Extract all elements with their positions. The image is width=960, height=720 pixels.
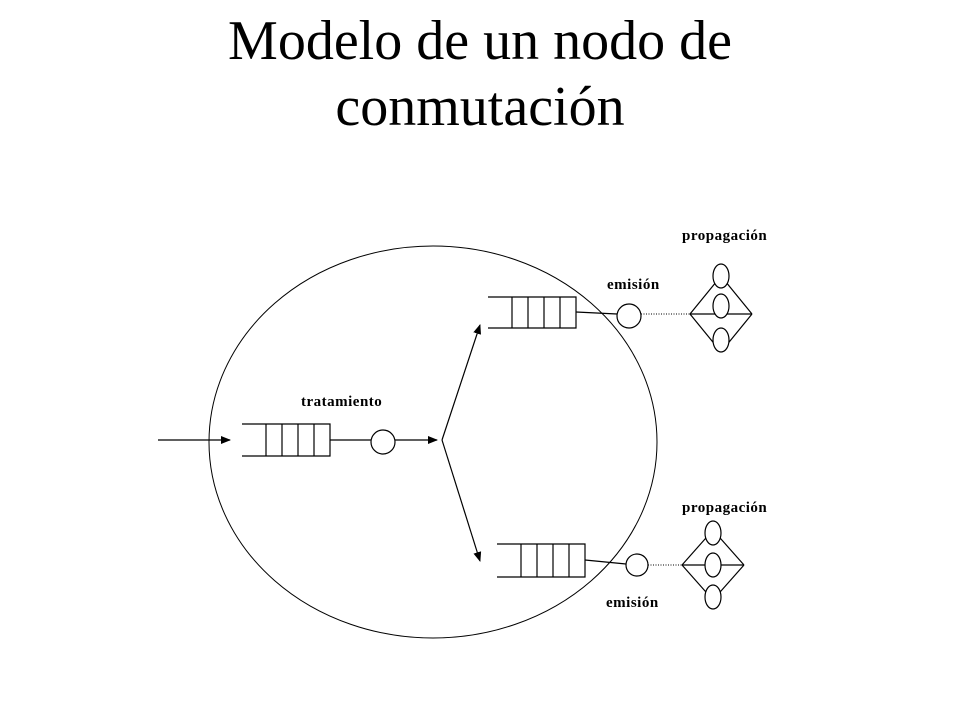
route-arrow-bottom bbox=[441, 439, 482, 562]
processing-queue bbox=[242, 423, 331, 457]
label-processing: tratamiento bbox=[301, 394, 382, 410]
emission-queue-bottom bbox=[497, 543, 586, 578]
emission-server-top bbox=[616, 303, 642, 329]
title-line-1: Modelo de un nodo de bbox=[228, 10, 732, 72]
emission-server-bottom bbox=[625, 553, 649, 577]
node-boundary bbox=[208, 245, 658, 639]
processing-server bbox=[370, 429, 396, 455]
label-propagation-bottom: propagación bbox=[682, 500, 767, 516]
emission-queue-bottom-link bbox=[584, 559, 627, 565]
label-emission-top: emisión bbox=[607, 277, 660, 293]
route-arrow-top bbox=[441, 324, 481, 441]
propagation-channel-bottom bbox=[681, 520, 745, 610]
page-title: Modelo de un nodo de conmutación bbox=[0, 8, 960, 140]
emission-queue-top-link bbox=[575, 311, 618, 315]
label-propagation-top: propagación bbox=[682, 228, 767, 244]
emission-queue-top bbox=[488, 296, 577, 329]
propagation-channel-top bbox=[689, 263, 753, 353]
label-emission-bottom: emisión bbox=[606, 595, 659, 611]
title-line-2: conmutación bbox=[335, 76, 625, 138]
